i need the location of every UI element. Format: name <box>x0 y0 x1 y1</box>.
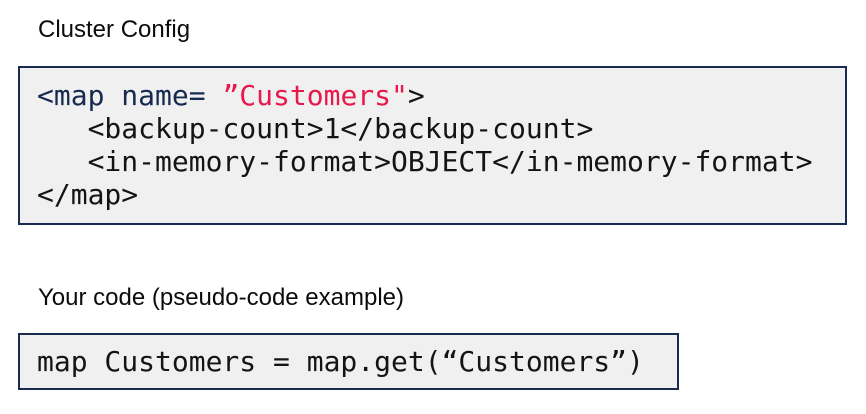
code-line-backup-count: <backup-count>1</backup-count> <box>37 112 594 145</box>
pseudo-code-block: map Customers = map.get(“Customers”) <box>18 333 679 390</box>
code-line-map-close: </map> <box>37 178 139 211</box>
xml-bracket-close-token: > <box>407 79 425 112</box>
code-line-in-memory-format: <in-memory-format>OBJECT</in-memory-form… <box>37 145 813 178</box>
cluster-config-code-block: <map name= ”Customers"> <backup-count>1<… <box>18 66 847 225</box>
your-code-heading: Your code (pseudo-code example) <box>38 284 405 311</box>
code-line-map-get: map Customers = map.get(“Customers”) <box>37 345 644 378</box>
xml-tag-open-token: <map name= <box>37 79 223 112</box>
code-line-map-open: <map name= ”Customers"> <box>37 79 828 112</box>
xml-attr-value-token: ”Customers" <box>222 79 408 112</box>
cluster-config-heading: Cluster Config <box>38 16 191 43</box>
